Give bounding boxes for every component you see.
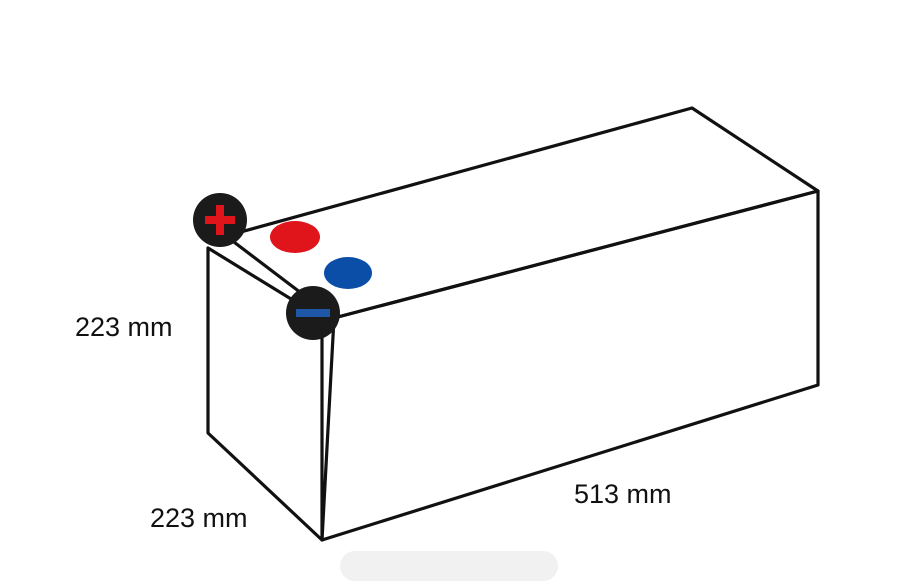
- width-dimension-label: 223 mm: [150, 503, 248, 533]
- negative-terminal: [286, 286, 340, 340]
- blue-cap: [324, 257, 372, 289]
- scroll-indicator: [340, 551, 558, 581]
- plus-icon: [205, 205, 235, 235]
- battery-diagram: 223 mm 223 mm 513 mm: [75, 106, 820, 542]
- battery-front-face: [320, 189, 820, 542]
- minus-icon: [296, 309, 330, 317]
- battery-side-face: [206, 246, 324, 542]
- height-dimension-label: 223 mm: [75, 312, 173, 342]
- positive-terminal: [193, 193, 247, 247]
- length-dimension-label: 513 mm: [574, 479, 672, 509]
- red-cap: [270, 221, 320, 253]
